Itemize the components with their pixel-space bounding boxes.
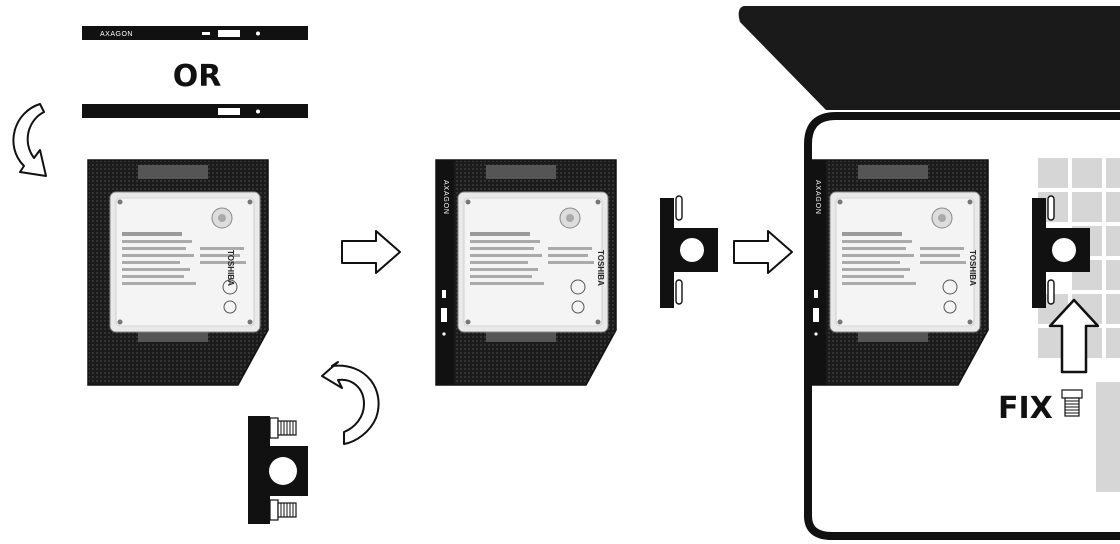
or-label: OR [173,59,222,94]
laptop-lid [738,6,1120,110]
tray-step-1: TOSHIBA [87,159,269,386]
screw-icon [269,499,297,521]
bezel-plain [82,104,308,118]
up-arrow-icon [1048,298,1100,374]
hdd-brand-label-3: TOSHIBA [968,250,977,286]
bezel-brand-label: AXAGON [100,31,133,38]
bezel-vertical-brand: AXAGON [814,180,821,215]
mounting-bracket [248,416,308,524]
bezel-vertical-brand: AXAGON [442,180,449,215]
screw-icon [1061,389,1083,417]
tray-step-2: AXAGON TOSHIBA [435,159,718,386]
screw-icon [269,417,297,439]
tray-step-3: AXAGON TOSHIBA [807,159,1090,386]
right-arrow-icon [341,230,401,274]
rotate-arrow-icon [12,103,47,177]
right-arrow-icon [733,230,793,274]
hdd-brand-label-1: TOSHIBA [226,250,235,286]
bezel-axagon: AXAGON [82,26,308,40]
rotate-arrow-icon [321,361,380,445]
hdd-brand-label-2: TOSHIBA [596,250,605,286]
fix-label: FIX [998,391,1053,426]
